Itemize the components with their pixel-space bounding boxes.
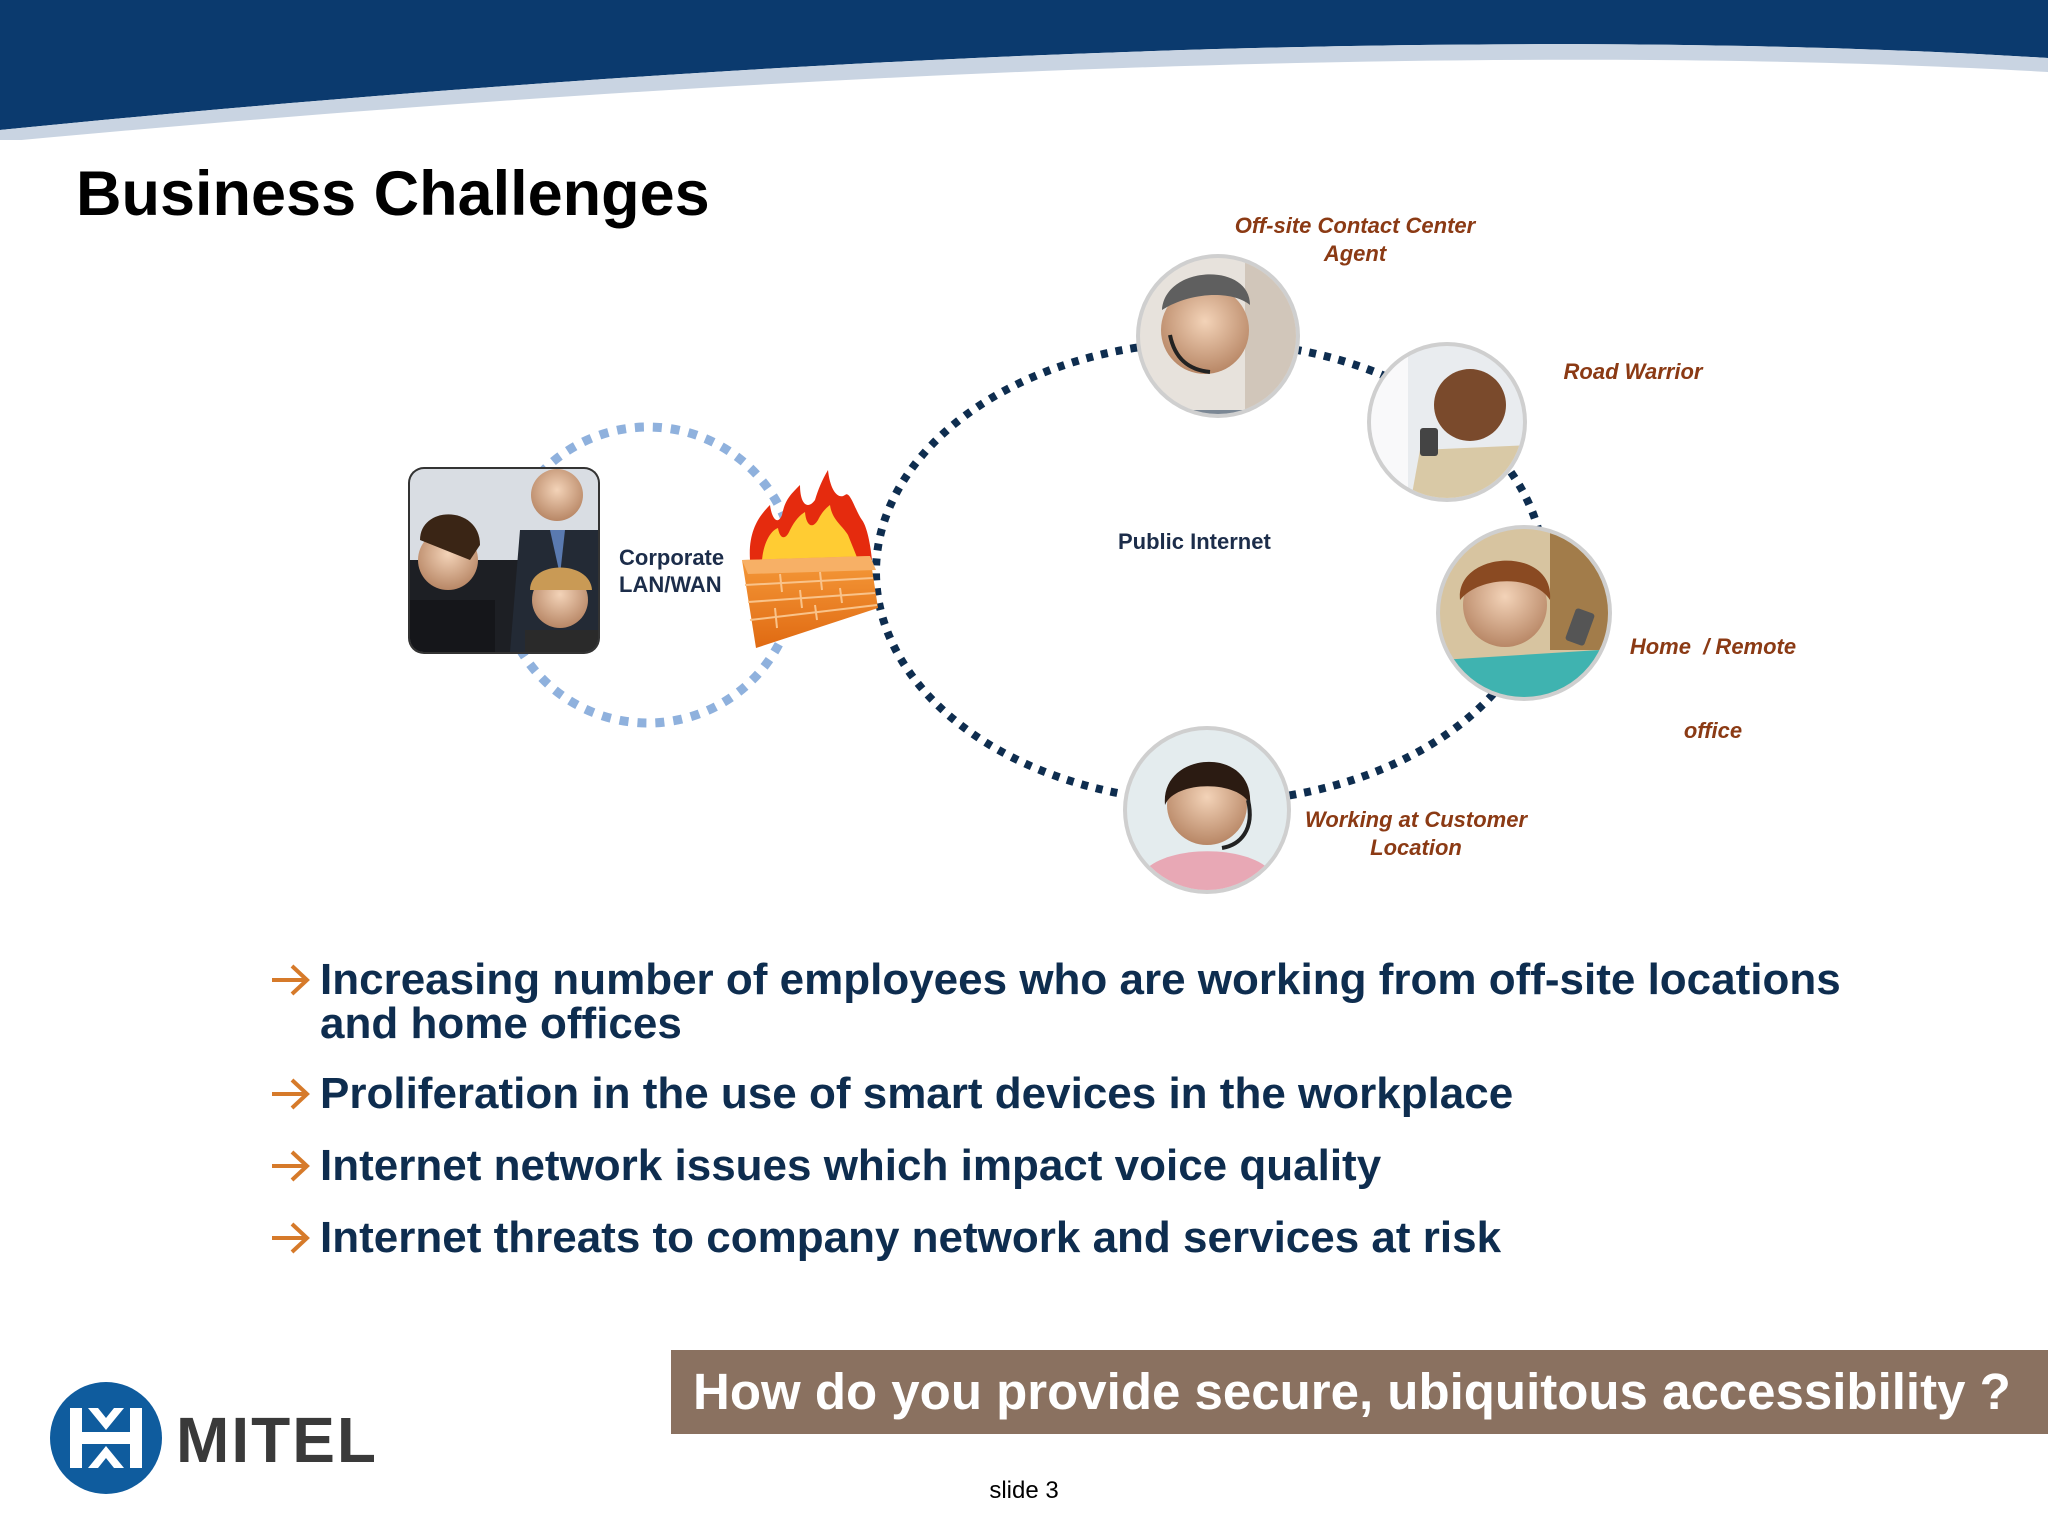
corporate-label-line2: LAN/WAN (619, 572, 722, 597)
bullet-text-line: Increasing number of employees who are w… (320, 955, 1841, 1004)
road-warrior-label: Road Warrior (1548, 358, 1718, 386)
customer-location-label-line2: Location (1370, 835, 1462, 860)
offsite-agent-label: Off-site Contact Center Agent (1210, 212, 1500, 268)
mobile-user-photo-icon (1367, 342, 1527, 502)
challenge-bullet-list: Increasing number of employees who are w… (268, 958, 2008, 1288)
logo-wordmark: MITEL (176, 1404, 378, 1476)
home-office-label-line2: office (1683, 718, 1743, 743)
offsite-agent-label-line2: Agent (1323, 241, 1387, 266)
offsite-agent-label-line1: Off-site Contact Center (1234, 213, 1476, 238)
bullet-text-line: Proliferation in the use of smart device… (320, 1069, 1514, 1118)
mitel-logo: MITEL (50, 1382, 378, 1494)
corporate-lan-label: Corporate LAN/WAN (619, 545, 730, 597)
road-warrior-label-line1: Road Warrior (1563, 359, 1703, 384)
public-internet-label: Public Internet (1118, 529, 1271, 554)
bullet-item: Increasing number of employees who are w… (268, 958, 2008, 1046)
customer-location-label: Working at Customer Location (1290, 806, 1542, 862)
bullet-text-line: and home offices (320, 999, 682, 1048)
question-banner: How do you provide secure, ubiquitous ac… (671, 1350, 2048, 1434)
arrow-right-icon (272, 1222, 310, 1254)
bullet-item: Internet network issues which impact voi… (268, 1144, 2008, 1190)
header-banner (0, 0, 2048, 140)
slide-number: slide 3 (989, 1477, 1059, 1504)
bullet-text-line: Internet network issues which impact voi… (320, 1141, 1382, 1190)
home-worker-photo-icon (1436, 525, 1612, 701)
arrow-right-icon (272, 1078, 310, 1110)
firewall-icon (742, 470, 878, 648)
headset-woman-photo-icon (1123, 726, 1291, 894)
bullet-item: Proliferation in the use of smart device… (268, 1072, 2008, 1118)
bullet-item: Internet threats to company network and … (268, 1216, 2008, 1262)
slide-title: Business Challenges (76, 159, 710, 229)
corporate-label-line1: Corporate (619, 545, 724, 570)
home-office-label-line1: Home / Remote (1629, 634, 1797, 659)
home-office-label: Home / Remote office (1618, 577, 1808, 773)
business-team-photo-icon (408, 467, 600, 654)
headset-agent-photo-icon (1136, 254, 1300, 418)
network-diagram: Corporate LAN/WAN (408, 254, 1612, 894)
bullet-text-line: Internet threats to company network and … (320, 1213, 1502, 1262)
customer-location-label-line1: Working at Customer (1304, 807, 1528, 832)
arrow-right-icon (272, 1150, 310, 1182)
arrow-right-icon (272, 964, 310, 996)
